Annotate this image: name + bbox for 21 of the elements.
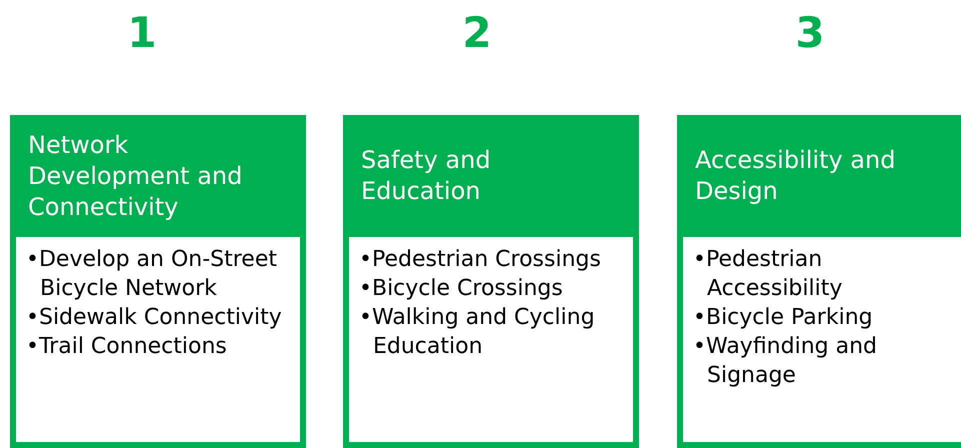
bullet-item: •Pedestrian Crossings [359, 246, 602, 274]
bullet-item: •Wayfinding and Signage [693, 333, 878, 390]
column-heading: Safety and Education [361, 145, 492, 207]
bullet-item: •Trail Connections [26, 333, 228, 361]
header-bar [343, 115, 639, 237]
column-number: 1 [126, 8, 158, 58]
bullet-item: •Bicycle Crossings [359, 275, 564, 303]
content-panel [343, 237, 639, 448]
bullet-item: •Walking and Cycling Education [359, 304, 596, 361]
column-heading: Network Development and Connectivity [28, 130, 244, 222]
bullet-item: •Bicycle Parking [693, 304, 874, 332]
bullet-item: •Develop an On-Street Bicycle Network [26, 246, 278, 303]
content-panel [10, 237, 306, 448]
bullet-item: •Sidewalk Connectivity [26, 304, 283, 332]
header-bar [10, 115, 306, 237]
column-number: 2 [461, 8, 493, 58]
column-number: 3 [794, 8, 826, 58]
content-panel [677, 237, 961, 448]
column-heading: Accessibility and Design [695, 145, 896, 207]
header-bar [677, 115, 961, 237]
bullet-item: •Pedestrian Accessibility [693, 246, 844, 303]
